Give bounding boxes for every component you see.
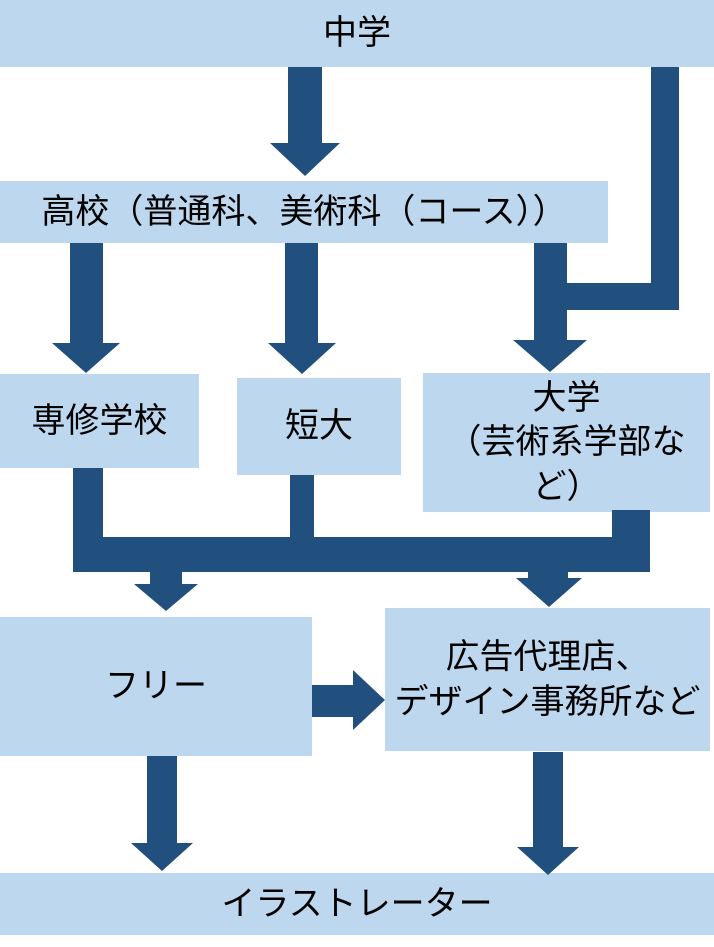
node-freelance: フリー <box>0 617 312 756</box>
connector-merge-bar <box>73 537 650 572</box>
arrow-merge-to-ad-agency-shaft <box>528 572 568 578</box>
connector-junior-high-to-university-vertical <box>651 67 679 310</box>
node-illustrator: イラストレーター <box>0 873 714 935</box>
arrow-junior-high-to-high-school-shaft <box>288 67 322 143</box>
node-university: 大学 （芸術系学部な ど） <box>423 373 710 512</box>
arrow-high-school-to-vocational-head <box>52 343 120 373</box>
connector-junior-high-to-university-horizontal <box>567 283 679 310</box>
arrow-freelance-to-illustrator-head <box>131 843 193 871</box>
arrow-junior-high-to-high-school-head <box>270 143 340 176</box>
node-junior-college: 短大 <box>237 378 401 475</box>
arrow-freelance-to-ad-agency-shaft <box>312 685 353 717</box>
arrow-freelance-to-ad-agency-head <box>353 670 385 730</box>
arrow-ad-agency-to-illustrator-shaft <box>533 752 563 847</box>
arrow-merge-to-freelance-shaft <box>150 572 182 584</box>
arrow-high-school-to-junior-college-shaft <box>285 243 318 343</box>
node-vocational-school: 専修学校 <box>0 374 199 468</box>
arrow-merge-to-ad-agency-head <box>516 578 582 607</box>
arrow-merge-to-freelance-head <box>134 584 198 611</box>
node-ad-agency: 広告代理店、 デザイン事務所など <box>385 608 710 751</box>
node-high-school: 高校（普通科、美術科（コース）） <box>0 181 608 243</box>
arrow-freelance-to-illustrator-shaft <box>147 756 177 843</box>
arrow-high-school-to-university-shaft <box>534 243 567 340</box>
arrow-high-school-to-vocational-shaft <box>70 243 103 343</box>
arrow-high-school-to-junior-college-head <box>268 343 336 374</box>
arrow-ad-agency-to-illustrator-head <box>517 847 579 875</box>
node-junior-high-school: 中学 <box>0 0 714 67</box>
arrow-high-school-to-university-head <box>513 340 587 372</box>
